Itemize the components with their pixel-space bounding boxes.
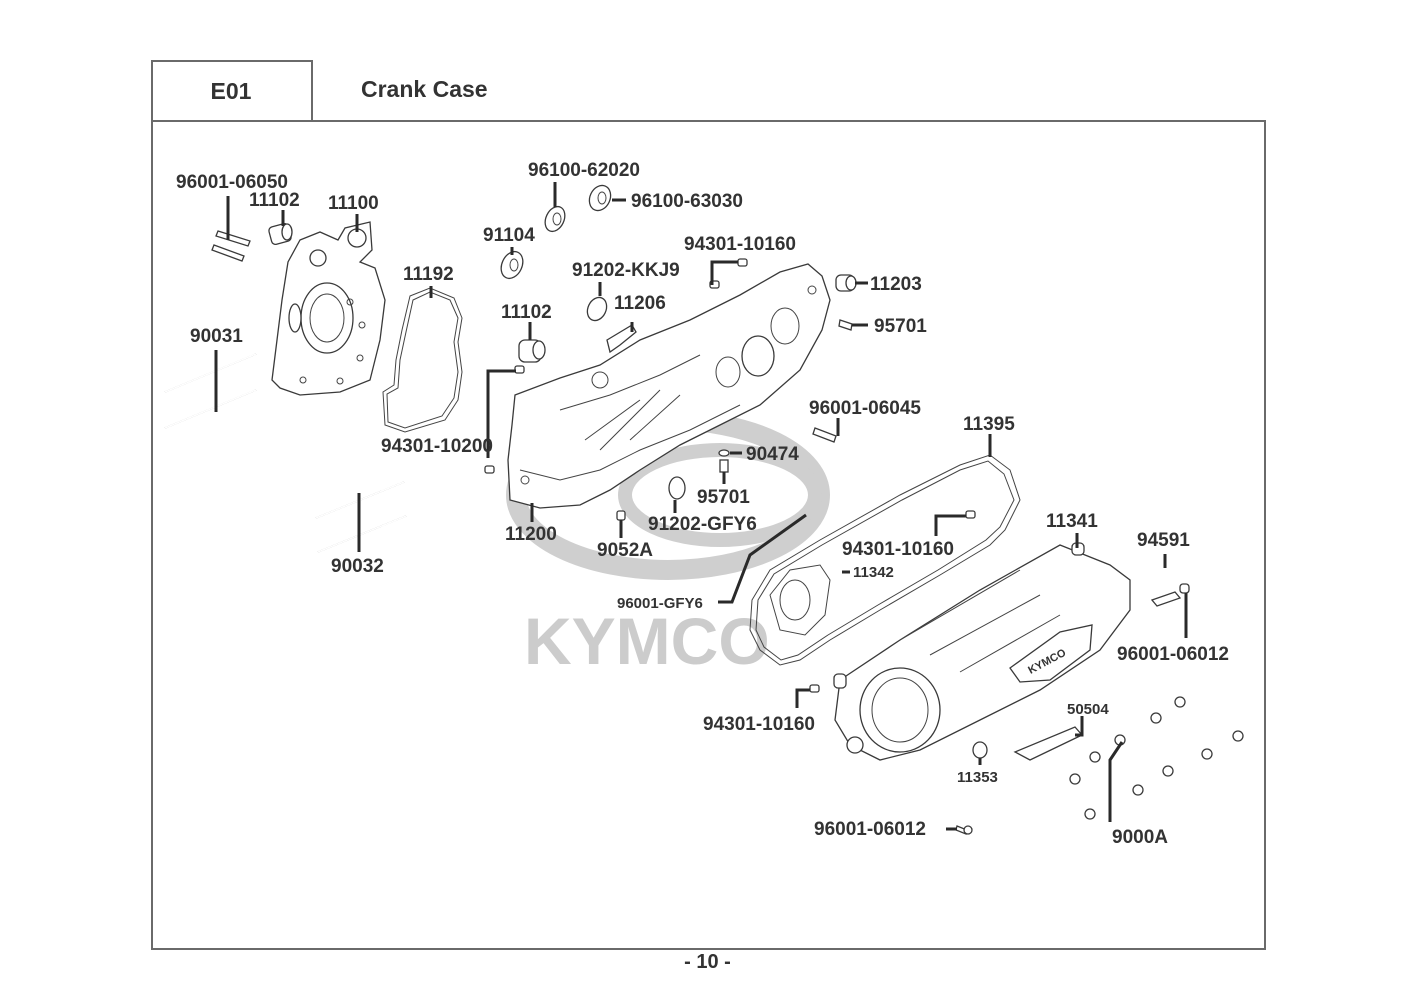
callout-90032: 90032 (331, 556, 384, 577)
part-bearings (500, 184, 612, 280)
callout-9000a: 9000A (1112, 827, 1168, 848)
part-studs-90031 (164, 353, 257, 429)
callout-96001-06045: 96001-06045 (809, 398, 921, 419)
part-drain-plug (718, 449, 730, 473)
callout-94301-10160-bottom: 94301-10160 (703, 714, 815, 735)
part-cap-11353 (972, 741, 988, 759)
part-screws-9000a (1069, 696, 1244, 820)
callout-94591: 94591 (1137, 530, 1190, 551)
callout-90474: 90474 (746, 444, 799, 465)
callout-96100-63030: 96100-63030 (631, 191, 743, 212)
callout-11200: 11200 (505, 524, 557, 545)
part-transmission-cover: KYMCO (833, 542, 1131, 761)
part-bolt-96001-06045 (812, 427, 837, 443)
part-bushing-center (518, 339, 546, 363)
section-code: E01 (210, 77, 252, 104)
part-gasket-11192 (382, 287, 463, 433)
part-bushing-left (268, 222, 293, 246)
callout-50504: 50504 (1067, 701, 1109, 718)
part-plate-50504 (1013, 726, 1084, 761)
diagram-frame (151, 120, 1266, 950)
part-oil-seal-gfy6 (668, 476, 686, 500)
callout-91104: 91104 (483, 225, 535, 246)
part-9052a (616, 510, 626, 521)
part-left-crankcase-half (271, 221, 386, 396)
callout-11353: 11353 (957, 769, 998, 786)
callout-11192: 11192 (403, 264, 454, 285)
part-oil-seal-kkj9 (586, 296, 608, 322)
callout-91202-kkj9: 91202-KKJ9 (572, 260, 680, 281)
watermark-text: KYMCO (524, 604, 770, 678)
callout-9052a: 9052A (597, 540, 653, 561)
callout-96001-06012-right: 96001-06012 (1117, 644, 1229, 665)
part-collar-11203 (835, 274, 857, 292)
part-main-crankcase (507, 263, 831, 509)
callout-96001-gfy6: 96001-GFY6 (617, 595, 703, 612)
callout-11341: 11341 (1046, 511, 1098, 532)
callout-94301-10160-top: 94301-10160 (684, 234, 796, 255)
part-bolts-06050 (211, 230, 251, 262)
callout-11102-center: 11102 (501, 302, 552, 323)
callout-11203: 11203 (870, 274, 922, 295)
part-clip-94591 (1150, 591, 1182, 607)
callout-95701-upper: 95701 (874, 316, 927, 337)
callout-94301-10160-middle: 94301-10160 (842, 539, 954, 560)
leader-lines (214, 182, 1188, 831)
callout-94301-10200: 94301-10200 (381, 436, 493, 457)
callout-96100-62020: 96100-62020 (528, 160, 640, 181)
callout-11395: 11395 (963, 414, 1015, 435)
section-title: Crank Case (361, 76, 488, 102)
callout-96001-06050: 96001-06050 (176, 172, 288, 193)
part-screw-06012-right (1179, 583, 1190, 594)
page-number: - 10 - (684, 951, 731, 973)
callout-96001-06012-bottom: 96001-06012 (814, 819, 926, 840)
callout-11102-left: 11102 (249, 190, 300, 211)
part-gasket-11395 (749, 454, 1021, 666)
callout-90031: 90031 (190, 326, 243, 347)
callout-91202-gfy6: 91202-GFY6 (648, 514, 757, 535)
section-code-box (151, 60, 313, 122)
watermark-ring-inner (618, 443, 822, 547)
callout-95701-lower: 95701 (697, 487, 750, 508)
callout-11342: 11342 (853, 564, 894, 581)
part-bracket-11206 (606, 324, 637, 354)
callout-11100: 11100 (328, 193, 379, 214)
part-studs-90032 (315, 481, 407, 553)
callout-11206: 11206 (614, 293, 666, 314)
callout-labels: 96001-06050 11102 11100 11192 90031 9430… (176, 160, 1229, 848)
part-bolt-95701-upper (838, 319, 853, 331)
